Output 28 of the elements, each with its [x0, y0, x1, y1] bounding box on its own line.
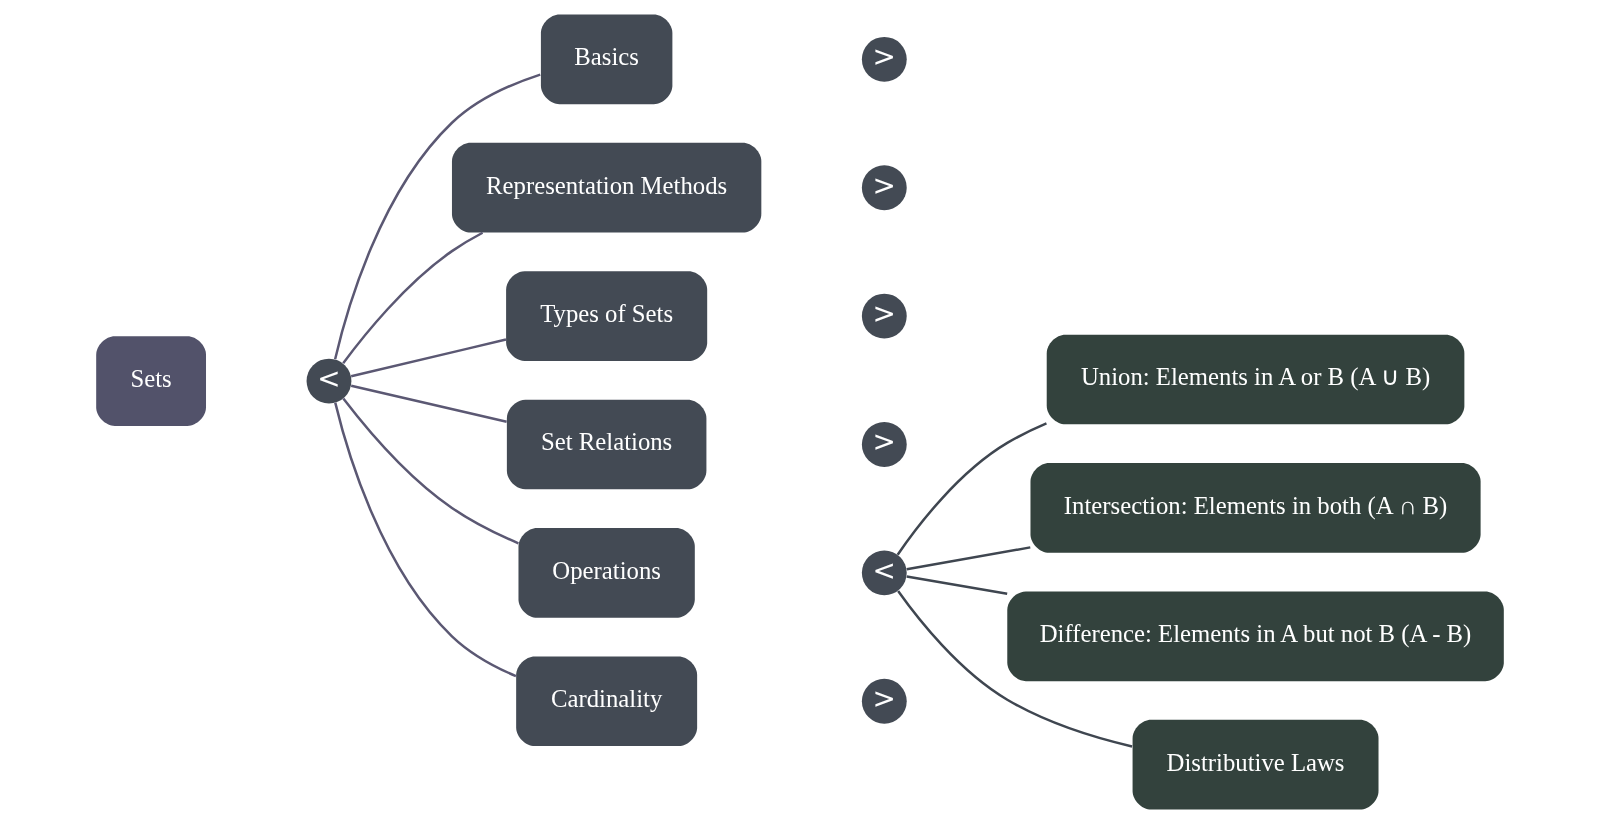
node-box: Operations	[518, 528, 695, 618]
node-box: Union: Elements in A or B (A ∪ B)	[1046, 334, 1465, 425]
connector	[906, 546, 1031, 571]
node-box: Basics	[540, 14, 673, 105]
node-box: Types of Sets	[506, 271, 708, 361]
node-box: Difference: Elements in A but not B (A - B)	[1007, 591, 1504, 682]
node-circle: >	[861, 678, 907, 724]
node-circle: >	[861, 422, 907, 467]
connector	[333, 73, 541, 360]
connector	[350, 384, 507, 423]
node-circle: <	[306, 358, 352, 404]
connector	[906, 575, 1008, 595]
connector	[342, 231, 484, 364]
connector	[342, 397, 519, 545]
node-box: Cardinality	[516, 656, 698, 747]
node-circle: <	[861, 550, 907, 596]
node-circle: >	[861, 36, 907, 82]
node-circle: >	[861, 293, 907, 339]
node-circle: >	[861, 165, 907, 211]
connector	[334, 402, 517, 678]
connector	[350, 338, 507, 378]
node-box: Sets	[96, 336, 206, 426]
node-box: Intersection: Elements in both (A ∩ B)	[1030, 463, 1481, 553]
node-box: Representation Methods	[451, 142, 762, 233]
connector	[896, 422, 1047, 556]
node-box: Distributive Laws	[1132, 719, 1379, 810]
node-box: Set Relations	[506, 399, 707, 490]
connector	[897, 590, 1133, 748]
